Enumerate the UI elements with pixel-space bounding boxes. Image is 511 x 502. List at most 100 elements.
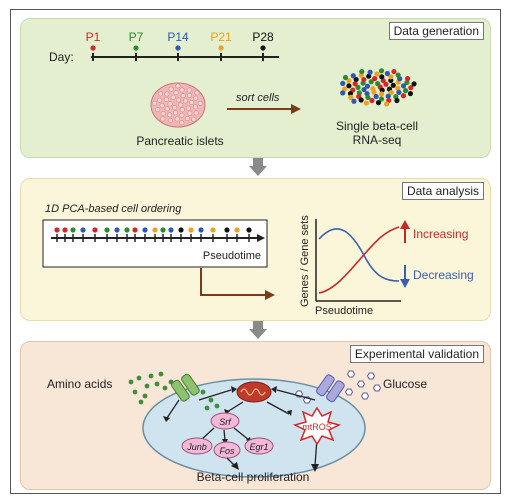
islet-cell	[193, 95, 199, 101]
islet-cell	[194, 90, 200, 96]
ordered-cell-dot	[152, 227, 158, 233]
analysis-elbow-arrow	[200, 268, 265, 296]
islet-cell	[183, 98, 189, 104]
islet-cell	[179, 120, 185, 126]
islet-cell	[167, 117, 173, 123]
day-dot	[218, 45, 224, 51]
single-cell-dot	[383, 101, 390, 107]
rnaseq-label-1: Single beta-cell	[336, 119, 418, 133]
amino-acid-dot	[142, 393, 148, 399]
single-cell-dot	[351, 98, 357, 104]
fos-label: Fos	[219, 446, 235, 456]
ordered-cell-dot	[246, 227, 252, 233]
islet-cell	[185, 105, 191, 111]
single-cell-dot	[355, 84, 361, 90]
amino-acid-dot	[204, 405, 210, 411]
single-cell-dot	[346, 78, 352, 84]
amino-acid-dot	[162, 385, 168, 391]
islet-cell	[193, 110, 199, 116]
single-cell-dot	[378, 96, 385, 102]
mitochondrion-cristae	[240, 388, 266, 396]
amino-acid-dot	[158, 371, 164, 377]
amino-acid-dot	[148, 373, 154, 379]
day-label-p28: P28	[252, 30, 274, 44]
single-cell-dot	[403, 88, 409, 94]
amino-acid-dot	[154, 381, 160, 387]
single-cell-dot	[383, 81, 389, 87]
glucose-transporter-2	[326, 380, 345, 403]
islet-cell	[189, 99, 195, 105]
single-cell-dot	[361, 86, 367, 93]
single-cell-dot	[340, 90, 346, 96]
amino-acid-transporter-2	[181, 373, 200, 396]
single-cell-dot	[391, 68, 397, 75]
islet-cell	[197, 100, 203, 106]
egr1-node	[244, 437, 274, 455]
mtros-label: mtROS	[302, 422, 332, 432]
glucose-hexagon	[344, 388, 354, 396]
islet-cell	[179, 87, 185, 93]
glucose-hexagon	[366, 372, 376, 380]
amino-acid-molecules	[128, 371, 220, 411]
flow-arrow-1	[249, 158, 267, 176]
decreasing-curve	[318, 228, 400, 282]
single-cell-dot	[404, 79, 410, 86]
amino-acid-dot	[208, 397, 214, 403]
sort-cells-label: sort cells	[236, 92, 280, 104]
amino-acid-dot	[144, 383, 150, 389]
ordered-cell-dot	[124, 227, 130, 233]
signaling-arrows	[166, 389, 318, 467]
single-cell-dot	[342, 74, 349, 81]
single-cell-dot	[347, 90, 354, 97]
single-cell-dot	[373, 93, 379, 100]
ordered-cell-dot	[114, 227, 120, 233]
x-axis-label: Pseudotime	[315, 305, 373, 317]
single-cell-dot	[364, 83, 371, 89]
junb-label: Junb	[186, 442, 207, 452]
amino-acid-dot	[128, 379, 134, 385]
islet-cell	[163, 96, 169, 102]
day-label-p7: P7	[129, 30, 144, 44]
day-label-p14: P14	[167, 30, 189, 44]
single-cell-dot	[400, 83, 407, 89]
analysis-elbow-arrowhead	[265, 290, 275, 300]
proliferation-arrowhead	[231, 462, 239, 470]
single-cell-dot	[368, 79, 374, 85]
validation-graphic: Amino acids Glucose	[47, 370, 427, 484]
glucose-label: Glucose	[383, 377, 427, 391]
islet-cell	[175, 83, 181, 89]
ordered-cell-dot	[160, 227, 166, 233]
amino-acid-dot	[138, 399, 144, 405]
single-cell-dot	[375, 81, 381, 87]
single-cell-dot	[388, 77, 394, 84]
amino-acid-dot	[136, 375, 142, 381]
single-cell-dot	[407, 90, 414, 97]
glucose-transporter-1	[316, 374, 335, 397]
single-cell-dot	[394, 97, 400, 104]
islet-cell	[155, 107, 161, 113]
single-cell-dot	[408, 85, 414, 91]
islets-cluster	[150, 82, 206, 128]
ordered-cell-dot	[234, 227, 240, 233]
panel-title-generation: Data generation	[388, 22, 484, 40]
single-cell-dot	[371, 89, 377, 95]
islet-cell	[158, 91, 164, 97]
single-cell-dot	[342, 86, 348, 92]
ordered-cell-dot	[168, 227, 174, 233]
panel-experimental-validation: Experimental validation Amino acids Gluc…	[20, 341, 491, 490]
single-cell-dot	[353, 76, 359, 83]
single-cell-dot	[384, 70, 390, 77]
islet-cell	[186, 87, 192, 93]
mtros-burst	[292, 406, 342, 446]
pseudotime-arrowhead	[257, 234, 265, 242]
islet-cell	[172, 105, 178, 111]
srf-node	[210, 412, 240, 430]
glucose-hexagon	[372, 384, 382, 392]
single-cell-dot	[396, 89, 402, 95]
analysis-graphic: 1D PCA-based cell ordering Pseudotime Ge…	[42, 203, 474, 317]
islet-cell	[187, 110, 193, 116]
islets-label: Pancreatic islets	[136, 134, 223, 148]
